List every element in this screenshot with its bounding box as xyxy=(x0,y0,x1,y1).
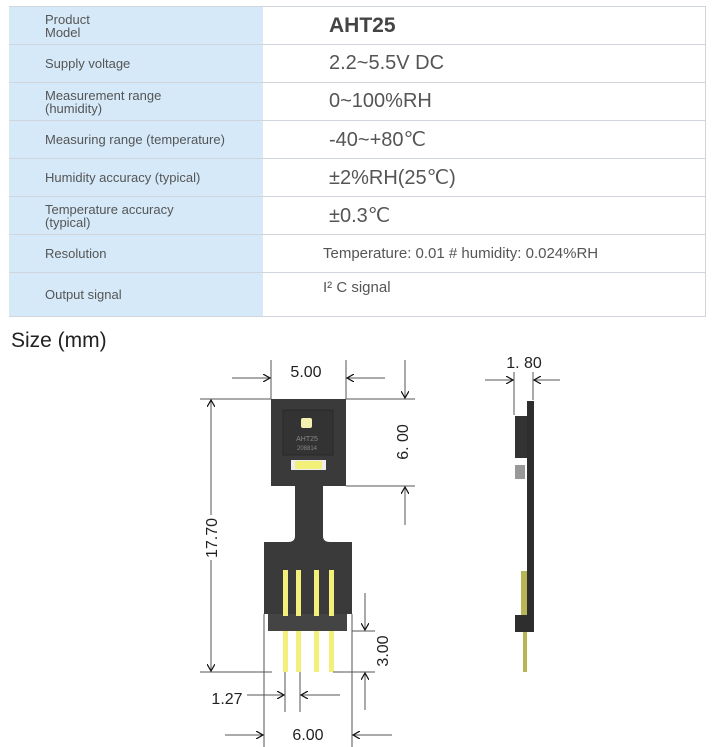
spec-label: Resolution xyxy=(9,234,263,273)
spec-label: Measurement range (humidity) xyxy=(9,82,263,121)
sensor-front-view: AHT25 208814 xyxy=(264,399,352,672)
size-title: Size (mm) xyxy=(11,329,107,352)
dim-pin-pitch: 1.27 xyxy=(211,691,242,708)
sensor-side-view xyxy=(515,401,534,672)
dim-thickness: 1. 80 xyxy=(506,355,542,372)
dim-top-width: 5.00 xyxy=(290,364,321,381)
dim-pin-length: 3.00 xyxy=(375,635,392,666)
spec-label: Measuring range (temperature) xyxy=(9,120,263,159)
spec-value: 2.2~5.5V DC xyxy=(263,44,706,83)
spec-row-temperature-accuracy: Temperature accuracy (typical)±0.3℃ xyxy=(9,196,706,235)
spec-row-humidity-range: Measurement range (humidity)0~100%RH xyxy=(9,82,706,121)
spec-value: I² C signal xyxy=(263,272,706,317)
pins xyxy=(283,570,334,672)
dimension-lines xyxy=(200,360,560,747)
chip-model-marking: AHT25 xyxy=(296,436,318,443)
spec-value: ±0.3℃ xyxy=(263,196,706,235)
dim-bottom-width: 6.00 xyxy=(292,727,323,744)
chip-code-marking: 208814 xyxy=(297,446,318,452)
spec-value: -40~+80℃ xyxy=(263,120,706,159)
spec-label: Temperature accuracy (typical) xyxy=(9,196,263,235)
spec-label: Output signal xyxy=(9,272,263,317)
spec-label: Product Model xyxy=(9,6,263,45)
dim-head-height: 6. 00 xyxy=(395,424,412,460)
spec-row-temperature-range: Measuring range (temperature)-40~+80℃ xyxy=(9,120,706,159)
spec-label: Humidity accuracy (typical) xyxy=(9,158,263,197)
spec-label: Supply voltage xyxy=(9,44,263,83)
dim-total-length: 17.70 xyxy=(204,518,221,558)
